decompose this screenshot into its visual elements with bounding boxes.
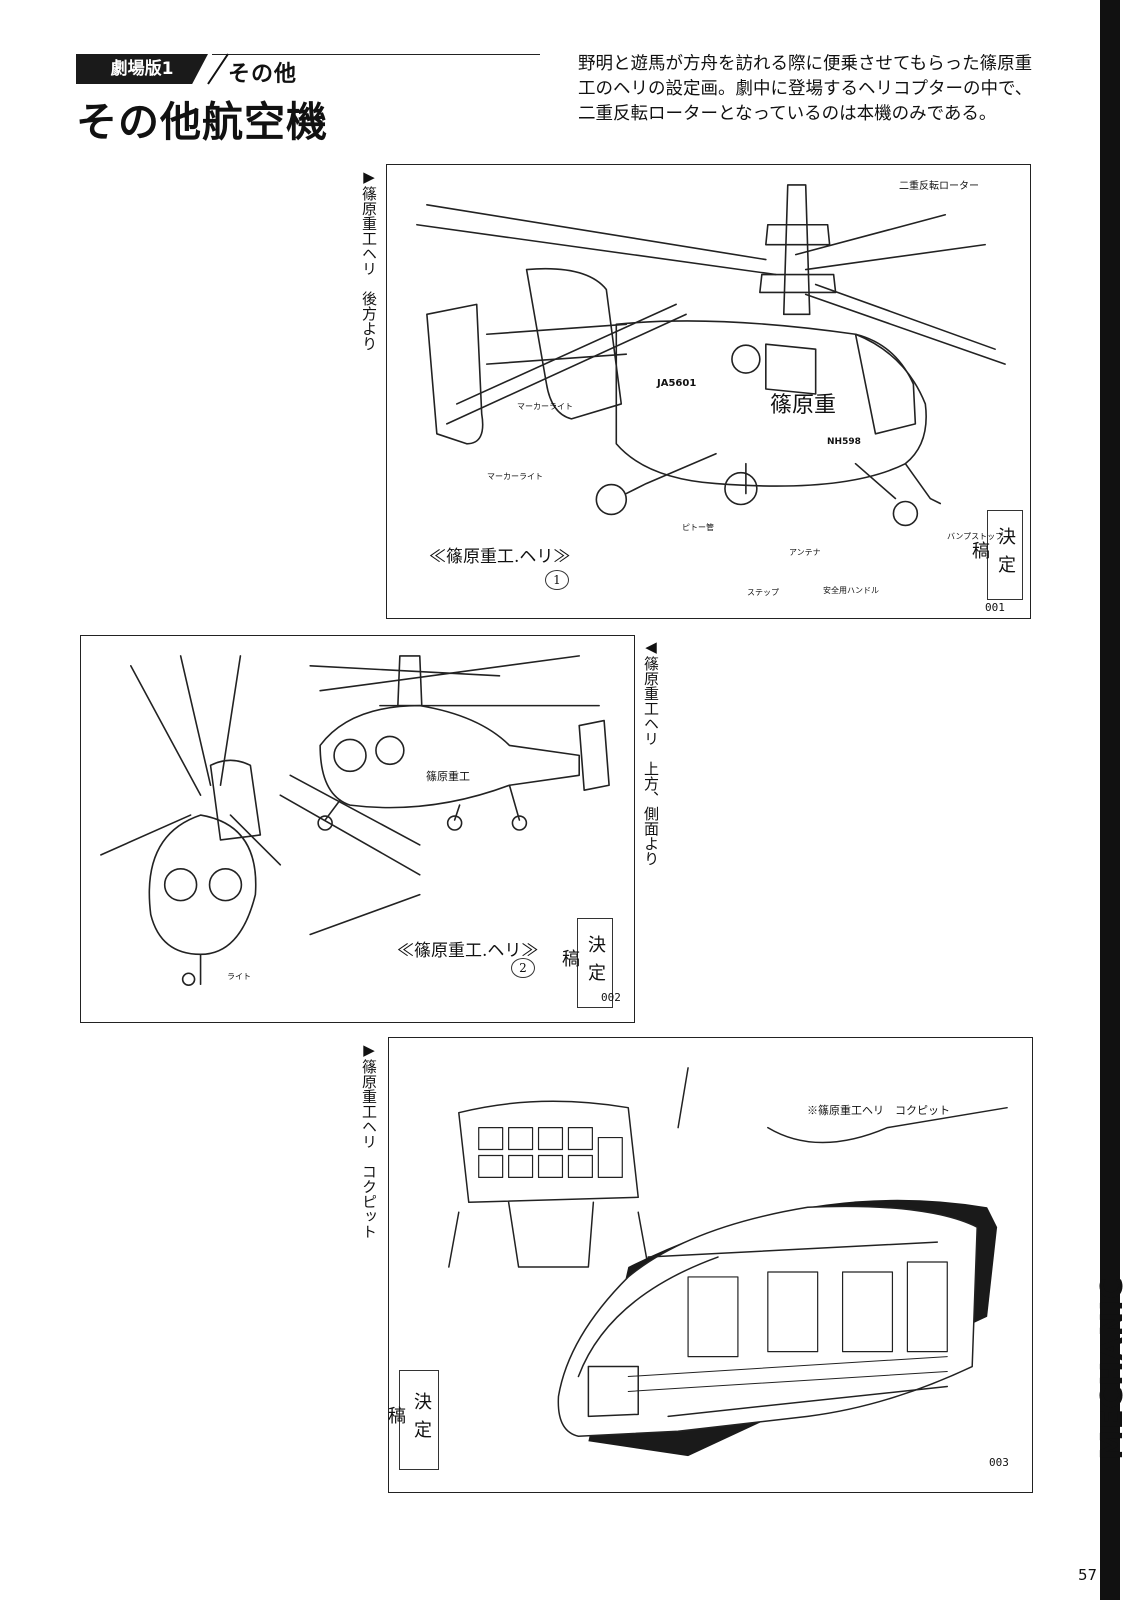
description-text: 野明と遊馬が方舟を訪れる際に便乗させてもらった篠原重工のヘリの設定画。劇中に登場… (578, 54, 1033, 124)
note-company-mark-2: 篠原重工 (426, 770, 470, 783)
panel-2-caption: ◀篠原重工ヘリ 上方、側面より (642, 638, 660, 866)
note-company-mark: 篠原重 (770, 393, 837, 418)
panel-1-number: 001 (985, 601, 1005, 614)
panel-1-drawing: 二重反転ローター JA5601 篠原重 NH598 マーカーライト マーカーライ… (386, 164, 1031, 619)
panel-3-drawing: ※篠原重工ヘリ コクピット 003 (388, 1037, 1033, 1493)
panel-1-signature: ≪篠原重工.ヘリ≫ (429, 547, 571, 567)
header-rule (212, 54, 540, 55)
note-step: ステップ (747, 588, 779, 597)
section-subtitle: その他 (228, 62, 298, 87)
sidebar-label: MECHANIC (1095, 1277, 1130, 1460)
note-safety-handle: 安全用ハンドル (823, 586, 879, 595)
page-number: 57 (1078, 1566, 1098, 1584)
helicopter-rear-illustration (416, 184, 1006, 527)
note-antenna: アンテナ (789, 548, 821, 557)
note-pitot: ピトー管 (682, 523, 714, 532)
panel-1-stamp: 決定稿 (969, 510, 1023, 600)
panel-2-drawing: ライト 篠原重工 ≪篠原重工.ヘリ≫ 2 決定稿 002 (80, 635, 635, 1023)
note-marker-light-2: マーカーライト (487, 472, 543, 481)
panel-1-caption: ▶篠原重工ヘリ 後方より (360, 168, 378, 351)
note-contra-rotor: 二重反転ローター (899, 181, 979, 192)
helicopter-top-side-illustration (100, 655, 610, 986)
page-title: その他航空機 (76, 98, 328, 146)
panel-2-stamp: 決定稿 (559, 918, 613, 1008)
note-marker-light-1: マーカーライト (517, 402, 573, 411)
note-serial: NH598 (827, 437, 861, 447)
panel-2-number: 002 (601, 991, 621, 1004)
header-slash (207, 53, 229, 85)
note-light: ライト (227, 972, 251, 981)
helicopter-cockpit-illustration (448, 1067, 1008, 1457)
panel-3-caption: ▶篠原重工ヘリ コクピット (360, 1041, 378, 1239)
note-bump-stop: バンプストップ (947, 532, 1004, 541)
panel-2-sheet-no: 2 (511, 958, 535, 978)
note-registration: JA5601 (657, 378, 697, 389)
panel-3-stamp: 決定稿 (385, 1370, 439, 1470)
category-label: 劇場版1 (76, 54, 208, 84)
panel-1-sheet-no: 1 (545, 570, 569, 590)
panel-2-signature: ≪篠原重工.ヘリ≫ (397, 941, 539, 961)
panel-3-signature: ※篠原重工ヘリ コクピット (807, 1104, 950, 1117)
panel-3-number: 003 (989, 1456, 1009, 1469)
sidebar-bar (1100, 0, 1120, 1600)
